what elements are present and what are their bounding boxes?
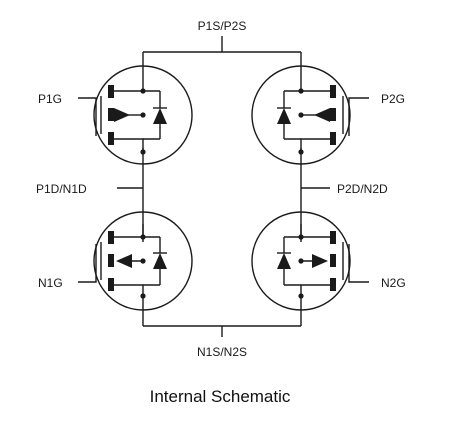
label-n1s-n2s: N1S/N2S [197,345,247,359]
n1-junction-mid [140,258,146,264]
n2-top-lead [300,224,331,238]
label-p2g: P2G [381,92,405,106]
n1-channel-top [108,231,114,244]
n2-gate-lead [348,244,369,283]
label-p1g: P1G [38,92,62,106]
n2-junction-mid [298,258,304,264]
label-n1g: N1G [38,276,63,290]
p2-bottom-lead [300,138,331,152]
n1-body-arrow-icon [116,254,132,268]
p2-envelope [251,65,351,165]
n1-junction-bottom [140,293,146,299]
p2-diode-icon [277,108,291,124]
bus-wiring [117,36,330,337]
transistor-p2 [251,65,351,165]
n2-channel-top [330,231,336,244]
n2-junction-top [298,234,304,240]
n2-bottom-lead [300,284,331,310]
p1-junction-top [140,88,146,94]
n2-channel-mid [330,254,336,267]
n1-channel-mid [108,254,114,267]
n2-diode-icon [277,253,291,269]
n2-body-arrow-icon [312,254,328,268]
p2-junction-mid [298,112,304,118]
p1-junction-bottom [140,149,146,155]
p2-junction-bottom [298,149,304,155]
p1-body-arrow-icon [114,108,130,122]
p1-channel-mid [108,108,114,121]
label-p2d-n2d: P2D/N2D [337,182,388,196]
p1-junction-mid [140,112,146,118]
p2-gate-lead [348,97,369,136]
p1-channel-top [108,85,114,98]
transistor-n2 [251,211,351,311]
n1-top-lead [113,224,144,238]
label-n2g: N2G [381,276,406,290]
n1-bottom-lead [113,284,144,310]
n2-junction-bottom [298,293,304,299]
label-p1d-n1d: P1D/N1D [36,182,87,196]
gate-leads [78,97,369,283]
p1-diode-icon [153,108,167,124]
label-p1s-p2s: P1S/P2S [198,19,247,33]
p2-body-arrow-icon [314,108,330,122]
transistor-n1 [93,211,193,311]
p2-channel-top [330,85,336,98]
transistor-p1 [93,65,193,165]
p1-envelope [93,65,193,165]
p2-top-lead [300,78,331,92]
p1-channel-bottom [108,132,114,145]
n1-diode-icon [153,253,167,269]
p1-gate-lead [78,97,97,136]
p2-junction-top [298,88,304,94]
n1-gate-lead [78,244,97,283]
n2-channel-bottom [330,278,336,291]
n1-junction-top [140,234,146,240]
p1-top-lead [113,78,144,92]
p2-channel-bottom [330,132,336,145]
diagram-caption: Internal Schematic [150,387,291,406]
p2-channel-mid [330,108,336,121]
n1-channel-bottom [108,278,114,291]
p1-bottom-lead [113,138,144,152]
